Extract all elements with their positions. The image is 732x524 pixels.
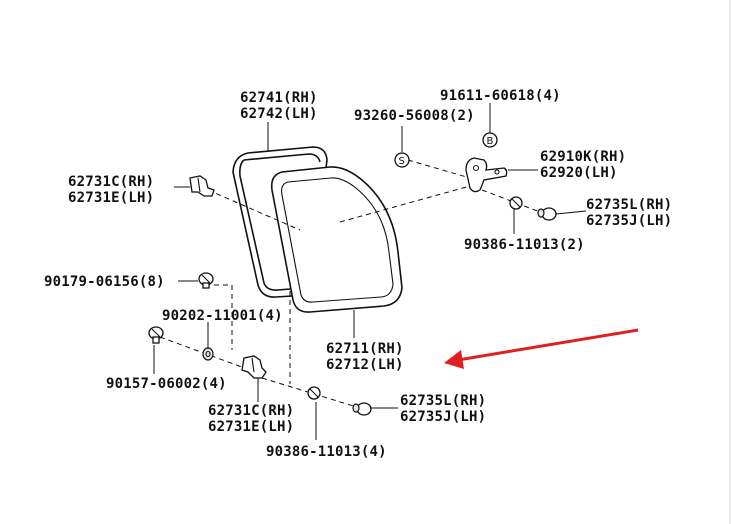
- label-62742: 62742(LH): [240, 106, 318, 122]
- weatherstrip-62741: [232, 146, 328, 298]
- label-93260: 93260-56008(2): [354, 108, 475, 124]
- nut-90386-upper: [509, 196, 523, 210]
- hinge-upper-62731: [189, 175, 215, 197]
- label-62735J-bottom: 62735J(LH): [400, 409, 486, 425]
- label-62731C-bottom: 62731C(RH): [208, 403, 294, 419]
- bolt-90179: [198, 272, 214, 289]
- label-90386-top: 90386-11013(2): [464, 237, 585, 253]
- callout-s-text: S: [399, 156, 405, 167]
- label-62712: 62712(LH): [326, 357, 404, 373]
- label-90179: 90179-06156(8): [44, 274, 165, 290]
- label-90386-bottom: 90386-11013(4): [266, 444, 387, 460]
- cap-62735-upper: [537, 207, 557, 221]
- red-annotation-arrow: [444, 328, 639, 369]
- quarter-glass-62711: [270, 166, 403, 313]
- callout-s-marker: S: [394, 152, 410, 168]
- part-labels: 62741(RH) 62742(LH) 91611-60618(4) 93260…: [44, 88, 672, 460]
- label-62731E-top: 62731E(LH): [68, 190, 154, 206]
- nut-90386-lower: [307, 386, 321, 400]
- callout-b-marker: B: [482, 132, 498, 148]
- label-62910K: 62910K(RH): [540, 149, 626, 165]
- latch-62910: [465, 157, 508, 193]
- label-62731E-bottom: 62731E(LH): [208, 419, 294, 435]
- label-90202: 90202-11001(4): [162, 308, 283, 324]
- label-62711: 62711(RH): [326, 341, 404, 357]
- label-62735L-top: 62735L(RH): [586, 197, 672, 213]
- label-62735J-top: 62735J(LH): [586, 213, 672, 229]
- bolt-90157: [148, 326, 164, 344]
- label-62741: 62741(RH): [240, 90, 318, 106]
- label-62735L-bottom: 62735L(RH): [400, 393, 486, 409]
- hinge-lower-62731: [241, 355, 267, 379]
- label-62920: 62920(LH): [540, 165, 618, 181]
- label-62731C-top: 62731C(RH): [68, 174, 154, 190]
- cap-62735-lower: [352, 402, 372, 416]
- label-91611: 91611-60618(4): [440, 88, 561, 104]
- washer-90202: [202, 347, 214, 361]
- callout-b-text: B: [487, 136, 494, 147]
- label-90157: 90157-06002(4): [106, 376, 227, 392]
- leader-lines: [153, 103, 587, 440]
